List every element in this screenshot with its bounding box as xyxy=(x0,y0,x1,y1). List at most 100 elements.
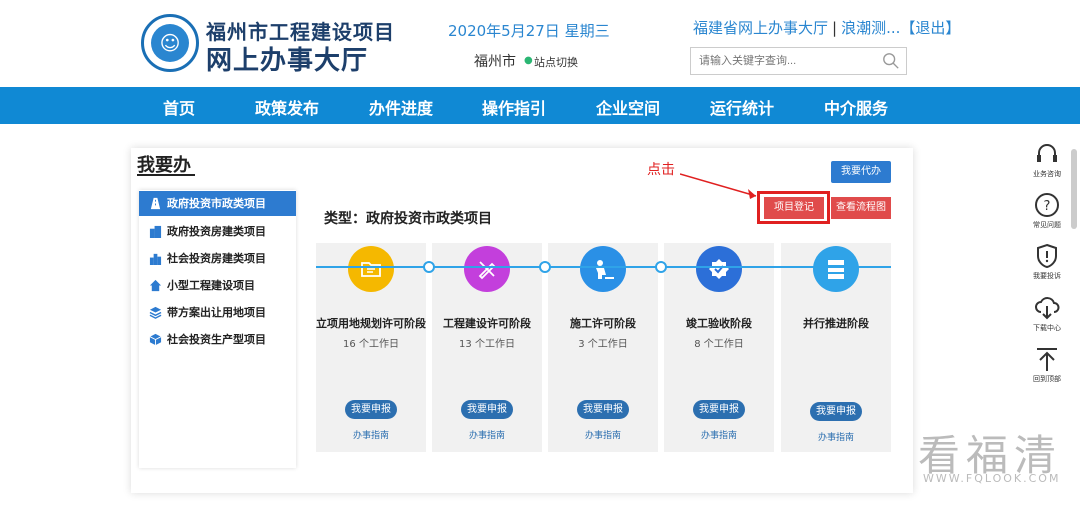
stage-card-3: 施工许可阶段 3 个工作日 我要申报 办事指南 xyxy=(548,243,658,452)
arrow-up-icon xyxy=(1037,348,1057,371)
main-nav: 首页 政策发布 办件进度 操作指引 企业空间 运行统计 中介服务 xyxy=(0,87,1080,124)
stage-card-4: 竣工验收阶段 8 个工作日 我要申报 办事指南 xyxy=(664,243,774,452)
stage-days: 16 个工作日 xyxy=(343,339,399,350)
current-city: 福州市 xyxy=(474,54,516,70)
stage-days: 13 个工作日 xyxy=(459,339,515,350)
sidebar-item-small-project[interactable]: 小型工程建设项目 xyxy=(139,273,296,298)
nav-agency[interactable]: 中介服务 xyxy=(824,99,889,118)
title-underline xyxy=(137,174,195,176)
rightbar-label: 常见问题 xyxy=(1033,221,1061,229)
rightbar-faq[interactable]: ? 常见问题 xyxy=(1028,192,1066,230)
server-icon xyxy=(828,260,844,279)
worker-icon xyxy=(596,260,614,279)
guide-link[interactable]: 办事指南 xyxy=(817,433,854,443)
layers-icon xyxy=(149,306,162,319)
stage-card-2: 工程建设许可阶段 13 个工作日 我要申报 办事指南 xyxy=(432,243,542,452)
timeline-node xyxy=(423,261,435,273)
site-logo[interactable]: ☺ xyxy=(141,14,199,72)
site-switch-link[interactable]: 站点切换 xyxy=(534,56,578,69)
location-pin-icon: ● xyxy=(524,55,533,66)
sidebar-item-label: 小型工程建设项目 xyxy=(167,279,255,292)
stage-icon-circle xyxy=(464,246,510,292)
user-name[interactable]: 浪潮测... xyxy=(841,19,901,37)
annotation-arrow xyxy=(680,173,757,199)
apply-button[interactable]: 我要申报 xyxy=(810,402,862,421)
house-icon xyxy=(149,279,162,292)
current-date: 2020年5月27日 星期三 xyxy=(448,22,610,40)
stage-name: 工程建设许可阶段 xyxy=(443,317,531,330)
search-box xyxy=(690,47,907,75)
sidebar-item-label: 社会投资生产型项目 xyxy=(167,333,266,346)
building-icon xyxy=(149,225,162,238)
folder-doc-icon xyxy=(361,262,381,277)
scrollbar[interactable] xyxy=(1071,149,1077,229)
stage-days: 8 个工作日 xyxy=(694,339,744,350)
guide-link[interactable]: 办事指南 xyxy=(352,431,389,441)
panel-title: 我要办 xyxy=(137,155,191,176)
sidebar-item-production[interactable]: 社会投资生产型项目 xyxy=(139,327,296,352)
nav-policy[interactable]: 政策发布 xyxy=(255,99,320,118)
buildings-icon xyxy=(149,253,162,265)
nav-statistics[interactable]: 运行统计 xyxy=(710,99,775,118)
stage-name: 竣工验收阶段 xyxy=(686,317,752,330)
sidebar-item-label: 社会投资房建类项目 xyxy=(167,252,266,265)
sidebar-item-gov-building[interactable]: 政府投资房建类项目 xyxy=(139,219,296,244)
apply-button[interactable]: 我要申报 xyxy=(461,400,513,419)
highlight-frame xyxy=(757,191,830,224)
apply-button[interactable]: 我要申报 xyxy=(693,400,745,419)
stage-name: 立项用地规划许可阶段 xyxy=(316,317,426,330)
rightbar-download[interactable]: 下载中心 xyxy=(1028,295,1066,333)
search-icon[interactable] xyxy=(882,52,900,70)
site-title-line2: 网上办事大厅 xyxy=(206,46,369,76)
guide-link[interactable]: 办事指南 xyxy=(584,431,621,441)
portal-link[interactable]: 福建省网上办事大厅 xyxy=(693,19,829,37)
apply-button[interactable]: 我要申报 xyxy=(345,400,397,419)
stage-timeline xyxy=(316,266,891,268)
guide-link[interactable]: 办事指南 xyxy=(468,431,505,441)
watermark-url: WWW.FQLOOK.COM xyxy=(923,472,1061,485)
rightbar-label: 业务咨询 xyxy=(1033,170,1061,178)
stage-icon-circle xyxy=(348,246,394,292)
rightbar-label: 我要投诉 xyxy=(1033,272,1061,280)
top-links: 福建省网上办事大厅|浪潮测...【退出】 xyxy=(693,19,961,37)
rightbar-back-to-top[interactable]: 回到顶部 xyxy=(1028,346,1066,384)
stage-name: 施工许可阶段 xyxy=(570,317,636,330)
guide-link[interactable]: 办事指南 xyxy=(700,431,737,441)
badge-check-icon xyxy=(709,259,729,279)
project-type-sidebar: 政府投资市政类项目 政府投资房建类项目 社会投资房建类项目 小型工程建设项目 带… xyxy=(139,190,296,468)
question-icon: ? xyxy=(1035,193,1059,217)
stage-icon-circle xyxy=(580,246,626,292)
timeline-node xyxy=(655,261,667,273)
search-input[interactable] xyxy=(691,48,871,74)
rightbar-consult[interactable]: 业务咨询 xyxy=(1028,141,1066,179)
stage-icon-circle xyxy=(813,246,859,292)
cloud-download-icon xyxy=(1035,297,1060,320)
pencil-ruler-icon xyxy=(478,261,496,280)
stage-days: 3 个工作日 xyxy=(578,339,628,350)
logout-link[interactable]: 【退出】 xyxy=(900,19,961,37)
stage-icon-circle xyxy=(696,246,742,292)
rightbar-label: 下载中心 xyxy=(1033,324,1061,332)
watermark-text: 看福清 xyxy=(918,431,1063,480)
nav-home[interactable]: 首页 xyxy=(163,99,196,118)
sidebar-item-social-building[interactable]: 社会投资房建类项目 xyxy=(139,246,296,271)
stage-name: 并行推进阶段 xyxy=(803,317,869,330)
view-flowchart-button[interactable]: 查看流程图 xyxy=(831,197,891,219)
agent-button[interactable]: 我要代办 xyxy=(831,161,891,183)
project-type-label: 类型：政府投资市政类项目 xyxy=(324,211,492,227)
nav-progress[interactable]: 办件进度 xyxy=(369,99,434,118)
sidebar-item-gov-municipal[interactable]: 政府投资市政类项目 xyxy=(139,191,296,216)
site-title-line1: 福州市工程建设项目 xyxy=(206,20,395,44)
svg-text:?: ? xyxy=(1044,199,1051,214)
nav-guide[interactable]: 操作指引 xyxy=(482,99,547,118)
nav-enterprise[interactable]: 企业空间 xyxy=(596,99,661,118)
apply-button[interactable]: 我要申报 xyxy=(577,400,629,419)
sidebar-item-label: 带方案出让用地项目 xyxy=(167,306,266,319)
cube-icon xyxy=(149,333,162,346)
rightbar-complaint[interactable]: 我要投诉 xyxy=(1028,243,1066,281)
click-annotation: 点击 xyxy=(647,162,675,178)
project-register-button[interactable]: 项目登记 xyxy=(764,197,824,219)
sidebar-item-land-plan[interactable]: 带方案出让用地项目 xyxy=(139,300,296,325)
timeline-node xyxy=(539,261,551,273)
stage-card-5: 并行推进阶段 我要申报 办事指南 xyxy=(781,243,891,452)
